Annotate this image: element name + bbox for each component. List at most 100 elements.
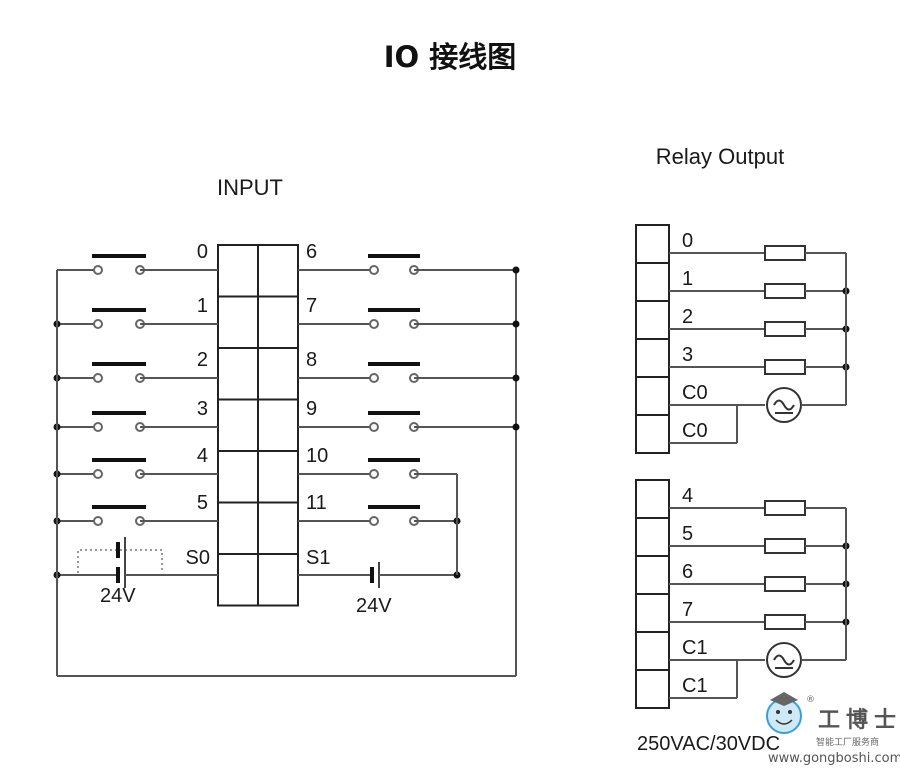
input-row-right: 10	[298, 445, 457, 479]
switch-contact	[369, 516, 379, 526]
switch-contact	[369, 265, 379, 275]
switch-contact	[93, 319, 103, 329]
relay-output-row: 6	[669, 561, 850, 592]
relay-output-row: 4	[669, 485, 846, 516]
relay-terminal-label: 0	[682, 230, 693, 252]
relay-common-label: C1	[682, 675, 708, 697]
junction-dot	[512, 423, 520, 431]
ac-source-icon	[766, 642, 802, 678]
ac-source-icon	[766, 387, 802, 423]
load-resistor-icon	[764, 500, 806, 516]
junction-dot	[512, 320, 520, 328]
input-terminal-label: 5	[197, 492, 208, 514]
relay-output-row: 0	[669, 230, 846, 261]
push-button-switch-icon	[92, 458, 146, 479]
terminal-label-s0: S0	[186, 547, 210, 569]
push-button-switch-icon	[92, 362, 146, 383]
switch-contact	[93, 469, 103, 479]
input-row-s1: S1 24V	[298, 547, 461, 617]
push-button-switch-icon	[368, 458, 420, 479]
relay-terminal-label: 2	[682, 306, 693, 328]
switch-contact	[369, 373, 379, 383]
input-row-right: 9	[298, 398, 520, 432]
terminal-label-s1: S1	[306, 547, 330, 569]
relay-output-row: 2	[669, 306, 850, 337]
load-resistor-icon	[764, 538, 806, 554]
input-row-left: 1	[53, 295, 218, 329]
registered-mark: ®	[806, 695, 815, 705]
load-resistor-icon	[764, 321, 806, 337]
input-header: INPUT	[217, 175, 283, 200]
input-terminal-label: 0	[197, 241, 208, 263]
input-terminal-label: 2	[197, 349, 208, 371]
input-terminal-label: 3	[197, 398, 208, 420]
relay-terminal-label: 4	[682, 485, 693, 507]
relay-terminal-label: 7	[682, 599, 693, 621]
relay-common-label: C0	[682, 420, 708, 442]
input-row-left: 0	[57, 241, 218, 275]
junction-dot	[512, 374, 520, 382]
watermark-tagline: 智能工厂服务商	[816, 736, 879, 748]
load-resistor-icon	[764, 245, 806, 261]
push-button-switch-icon	[368, 411, 420, 432]
input-row-left: 3	[53, 398, 218, 432]
relay-rating-label: 250VAC/30VDC	[637, 733, 780, 755]
battery-icon	[116, 537, 126, 563]
input-terminal-label: 7	[306, 295, 317, 317]
push-button-switch-icon	[92, 505, 146, 526]
relay-common-label: C0	[682, 382, 708, 404]
input-row-left: 2	[53, 349, 218, 383]
sine-wave	[773, 399, 795, 411]
push-button-switch-icon	[92, 308, 146, 329]
load-resistor-icon	[764, 359, 806, 375]
watermark-url: www.gongboshi.com	[768, 751, 900, 766]
right-supply-voltage-label: 24V	[356, 595, 392, 617]
left-supply-voltage-label: 24V	[100, 585, 136, 607]
graduation-cap-icon	[770, 692, 798, 706]
input-terminal-label: 4	[197, 445, 208, 467]
input-row-right: 8	[298, 349, 520, 383]
switch-contact	[93, 422, 103, 432]
load-resistor-icon	[764, 283, 806, 299]
relay-terminal-label: 1	[682, 268, 693, 290]
alternate-battery-dotted	[77, 537, 163, 573]
input-row-right: 11	[298, 492, 461, 526]
input-row-right: 6	[298, 241, 520, 275]
watermark-brand: 工博士	[818, 707, 900, 733]
input-row-s0: S0 24V	[53, 537, 218, 607]
input-terminal-label: 9	[306, 398, 317, 420]
junction-dot	[512, 266, 520, 274]
input-row-left: 5	[53, 492, 218, 526]
relay-output-row: 7	[669, 599, 850, 630]
input-terminal-label: 1	[197, 295, 208, 317]
input-terminal-label: 11	[306, 492, 327, 514]
load-resistor-icon	[764, 576, 806, 592]
relay-output-header: Relay Output	[656, 144, 784, 169]
push-button-switch-icon	[92, 411, 146, 432]
sine-wave	[773, 654, 795, 666]
relay-terminal-label: 5	[682, 523, 693, 545]
push-button-switch-icon	[368, 362, 420, 383]
input-terminal-label: 6	[306, 241, 317, 263]
switch-contact	[93, 373, 103, 383]
battery-icon	[370, 562, 380, 588]
push-button-switch-icon	[92, 254, 146, 275]
relay-output-row: 1	[669, 268, 850, 299]
input-terminal-block	[217, 244, 299, 607]
relay-common-label: C1	[682, 637, 708, 659]
relay-output-row: 5	[669, 523, 850, 554]
switch-contact	[93, 265, 103, 275]
switch-contact	[369, 469, 379, 479]
input-terminal-label: 10	[306, 445, 328, 467]
relay-terminal-label: 6	[682, 561, 693, 583]
page-title: IO 接线图	[383, 40, 517, 74]
switch-contact	[369, 319, 379, 329]
switch-contact	[369, 422, 379, 432]
